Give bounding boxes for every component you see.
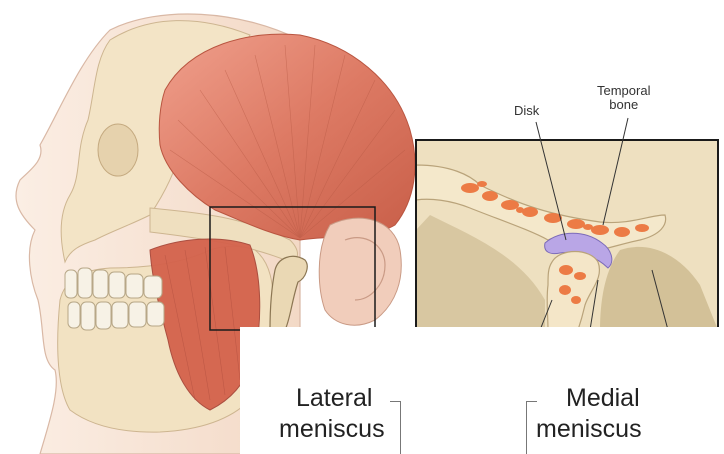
- temporal-bone-label: Temporal bone: [597, 84, 650, 112]
- lateral-meniscus-label: meniscus: [279, 415, 385, 443]
- condyle: [270, 256, 307, 330]
- medial-label: Medial: [566, 384, 640, 412]
- disk-label: Disk: [514, 104, 539, 118]
- inset-detail: [416, 140, 718, 330]
- lateral-bracket: [390, 401, 401, 454]
- lateral-label: Lateral: [296, 384, 372, 412]
- eye-orbit: [98, 124, 138, 176]
- ear: [319, 218, 401, 325]
- medial-meniscus-label: meniscus: [536, 415, 642, 443]
- meniscus-label-panel: Lateral meniscus Medial meniscus: [240, 327, 724, 454]
